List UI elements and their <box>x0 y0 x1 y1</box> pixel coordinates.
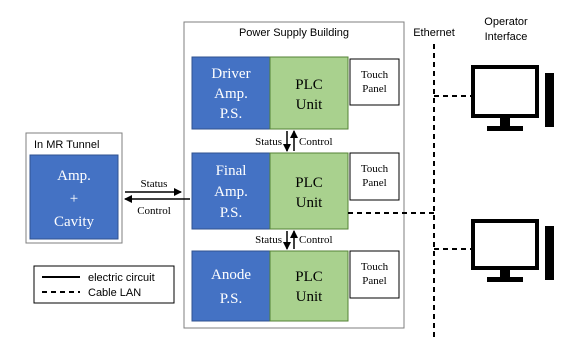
tunnel-status-label: Status <box>141 178 168 190</box>
legend-box <box>33 265 175 304</box>
final-ps-line-3: P.S. <box>220 205 243 221</box>
monitor-icon <box>471 219 554 282</box>
final-plc-line-2: Unit <box>296 195 324 211</box>
power-supply-building-title: Power Supply Building <box>239 27 349 39</box>
legend-lan-label: Cable LAN <box>88 287 141 299</box>
driver-plc-line-1: PLC <box>295 77 323 93</box>
driver-plc-line-2: Unit <box>296 97 324 113</box>
final-plc-unit-block <box>269 152 349 230</box>
driver-touch-line-1: Touch <box>361 69 389 81</box>
final-ps-line-2: Amp. <box>214 184 248 200</box>
final-touch-line-1: Touch <box>361 163 389 175</box>
upper-control-label: Control <box>299 136 333 148</box>
final-touch-panel <box>349 152 400 201</box>
anode-ps-line-1: Anode <box>211 267 251 283</box>
monitor-icon <box>471 65 554 131</box>
amp-cavity-block <box>29 154 119 240</box>
final-touch-line-2: Panel <box>362 177 386 189</box>
anode-ps-line-2: P.S. <box>220 291 243 307</box>
upper-link: Status Control <box>255 130 333 152</box>
driver-ps-line-3: P.S. <box>220 106 243 122</box>
driver-touch-line-2: Panel <box>362 83 386 95</box>
lower-link: Status Control <box>255 230 333 250</box>
driver-ps-line-1: Driver <box>211 66 250 82</box>
mr-tunnel-title: In MR Tunnel <box>34 139 99 151</box>
driver-amp-ps-block <box>191 56 271 130</box>
upper-status-label: Status <box>255 136 282 148</box>
legend: electric circuit Cable LAN <box>33 265 175 304</box>
ethernet-label: Ethernet <box>413 27 455 39</box>
anode-ps-block <box>191 250 271 322</box>
anode-touch-panel <box>349 250 400 299</box>
driver-plc-unit-block <box>269 56 349 130</box>
anode-plc-line-2: Unit <box>296 289 324 305</box>
anode-touch-line-1: Touch <box>361 261 389 273</box>
mr-tunnel: In MR Tunnel Amp. + Cavity <box>25 132 123 244</box>
cavity-line-3: Cavity <box>54 214 94 230</box>
final-row: Final Amp. P.S. PLC Unit Touch Panel <box>191 152 400 230</box>
lower-control-label: Control <box>299 234 333 246</box>
anode-plc-line-1: PLC <box>295 269 323 285</box>
cavity-line-2: + <box>70 191 78 207</box>
cavity-line-1: Amp. <box>57 168 91 184</box>
tunnel-control-label: Control <box>137 205 171 217</box>
operator-label-line-2: Interface <box>485 31 528 43</box>
legend-electric-label: electric circuit <box>88 272 155 284</box>
anode-row: Anode P.S. PLC Unit Touch Panel <box>191 250 400 322</box>
driver-row: Driver Amp. P.S. PLC Unit Touch Panel <box>191 56 400 130</box>
driver-touch-panel <box>349 58 400 106</box>
lower-status-label: Status <box>255 234 282 246</box>
operator-label-line-1: Operator <box>484 16 528 28</box>
anode-touch-line-2: Panel <box>362 275 386 287</box>
final-plc-line-1: PLC <box>295 175 323 191</box>
tunnel-link: Status Control <box>124 178 190 217</box>
anode-plc-unit-block <box>269 250 349 322</box>
final-ps-line-1: Final <box>216 163 247 179</box>
driver-ps-line-2: Amp. <box>214 86 248 102</box>
